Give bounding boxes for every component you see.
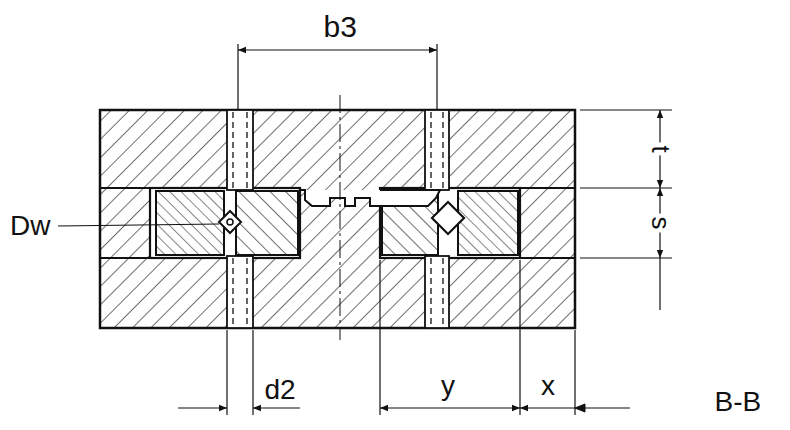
- housing-body: [100, 110, 575, 328]
- bolt-bore: [425, 110, 449, 190]
- dimension-label: d2: [262, 375, 299, 405]
- section-label: B-B: [712, 387, 765, 417]
- t-slot: [300, 190, 440, 206]
- bolt-bore: [227, 110, 253, 190]
- bolt-bore: [425, 256, 449, 328]
- dimension-line: [253, 407, 300, 408]
- dimension-label: s: [646, 214, 674, 233]
- center-line: [340, 95, 341, 340]
- outer-ring: [458, 191, 518, 255]
- inner-ring: [236, 191, 298, 255]
- dimension-line: [178, 407, 227, 408]
- leader-line: [58, 224, 219, 226]
- rolling-element: [219, 211, 241, 233]
- dimension-label: b3: [321, 11, 360, 43]
- dimension-line: [238, 49, 437, 50]
- dimension-label: y: [438, 371, 458, 401]
- rolling-element: [432, 202, 464, 234]
- dimension-label: x: [538, 371, 558, 401]
- dimension-line: [380, 407, 520, 408]
- bolt-bore: [227, 256, 253, 328]
- outer-ring: [156, 191, 224, 255]
- dimension-label: t: [646, 142, 674, 155]
- part-label: Dw: [7, 211, 53, 241]
